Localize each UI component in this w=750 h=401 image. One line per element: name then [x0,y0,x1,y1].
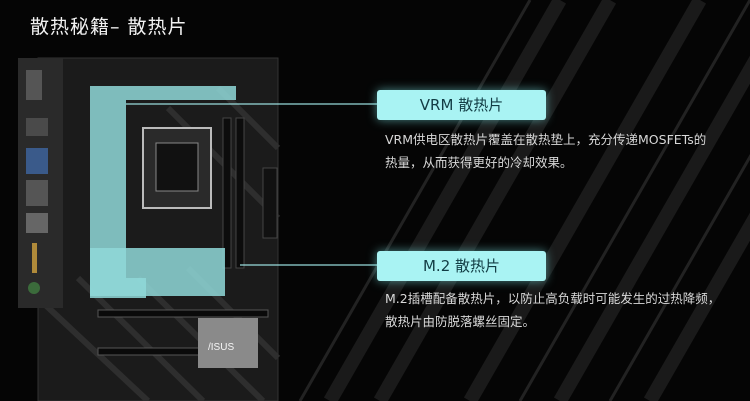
m2-desc-line-1: M.2插槽配备散热片，以防止高负载时可能发生的过热降频， [385,291,721,306]
vrm-heatsink-description: VRM供电区散热片覆盖在散热垫上，充分传递MOSFETs的 热量，从而获得更好的… [385,128,725,174]
board-brand: /ISUS [208,342,234,353]
vrm-desc-line-1: VRM供电区散热片覆盖在散热垫上，充分传递MOSFETs的 [385,132,707,147]
vrm-desc-line-2: 热量，从而获得更好的冷却效果。 [385,155,573,170]
motherboard-image: /ISUS [18,57,281,401]
m2-heatsink-label: M.2 散热片 [377,251,546,281]
vrm-heatsink-label: VRM 散热片 [377,90,546,120]
page-title: 散热秘籍– 散热片 [30,16,188,38]
m2-heatsink-description: M.2插槽配备散热片，以防止高负载时可能发生的过热降频， 散热片由防脱落螺丝固定… [385,287,725,333]
m2-desc-line-2: 散热片由防脱落螺丝固定。 [385,314,536,329]
